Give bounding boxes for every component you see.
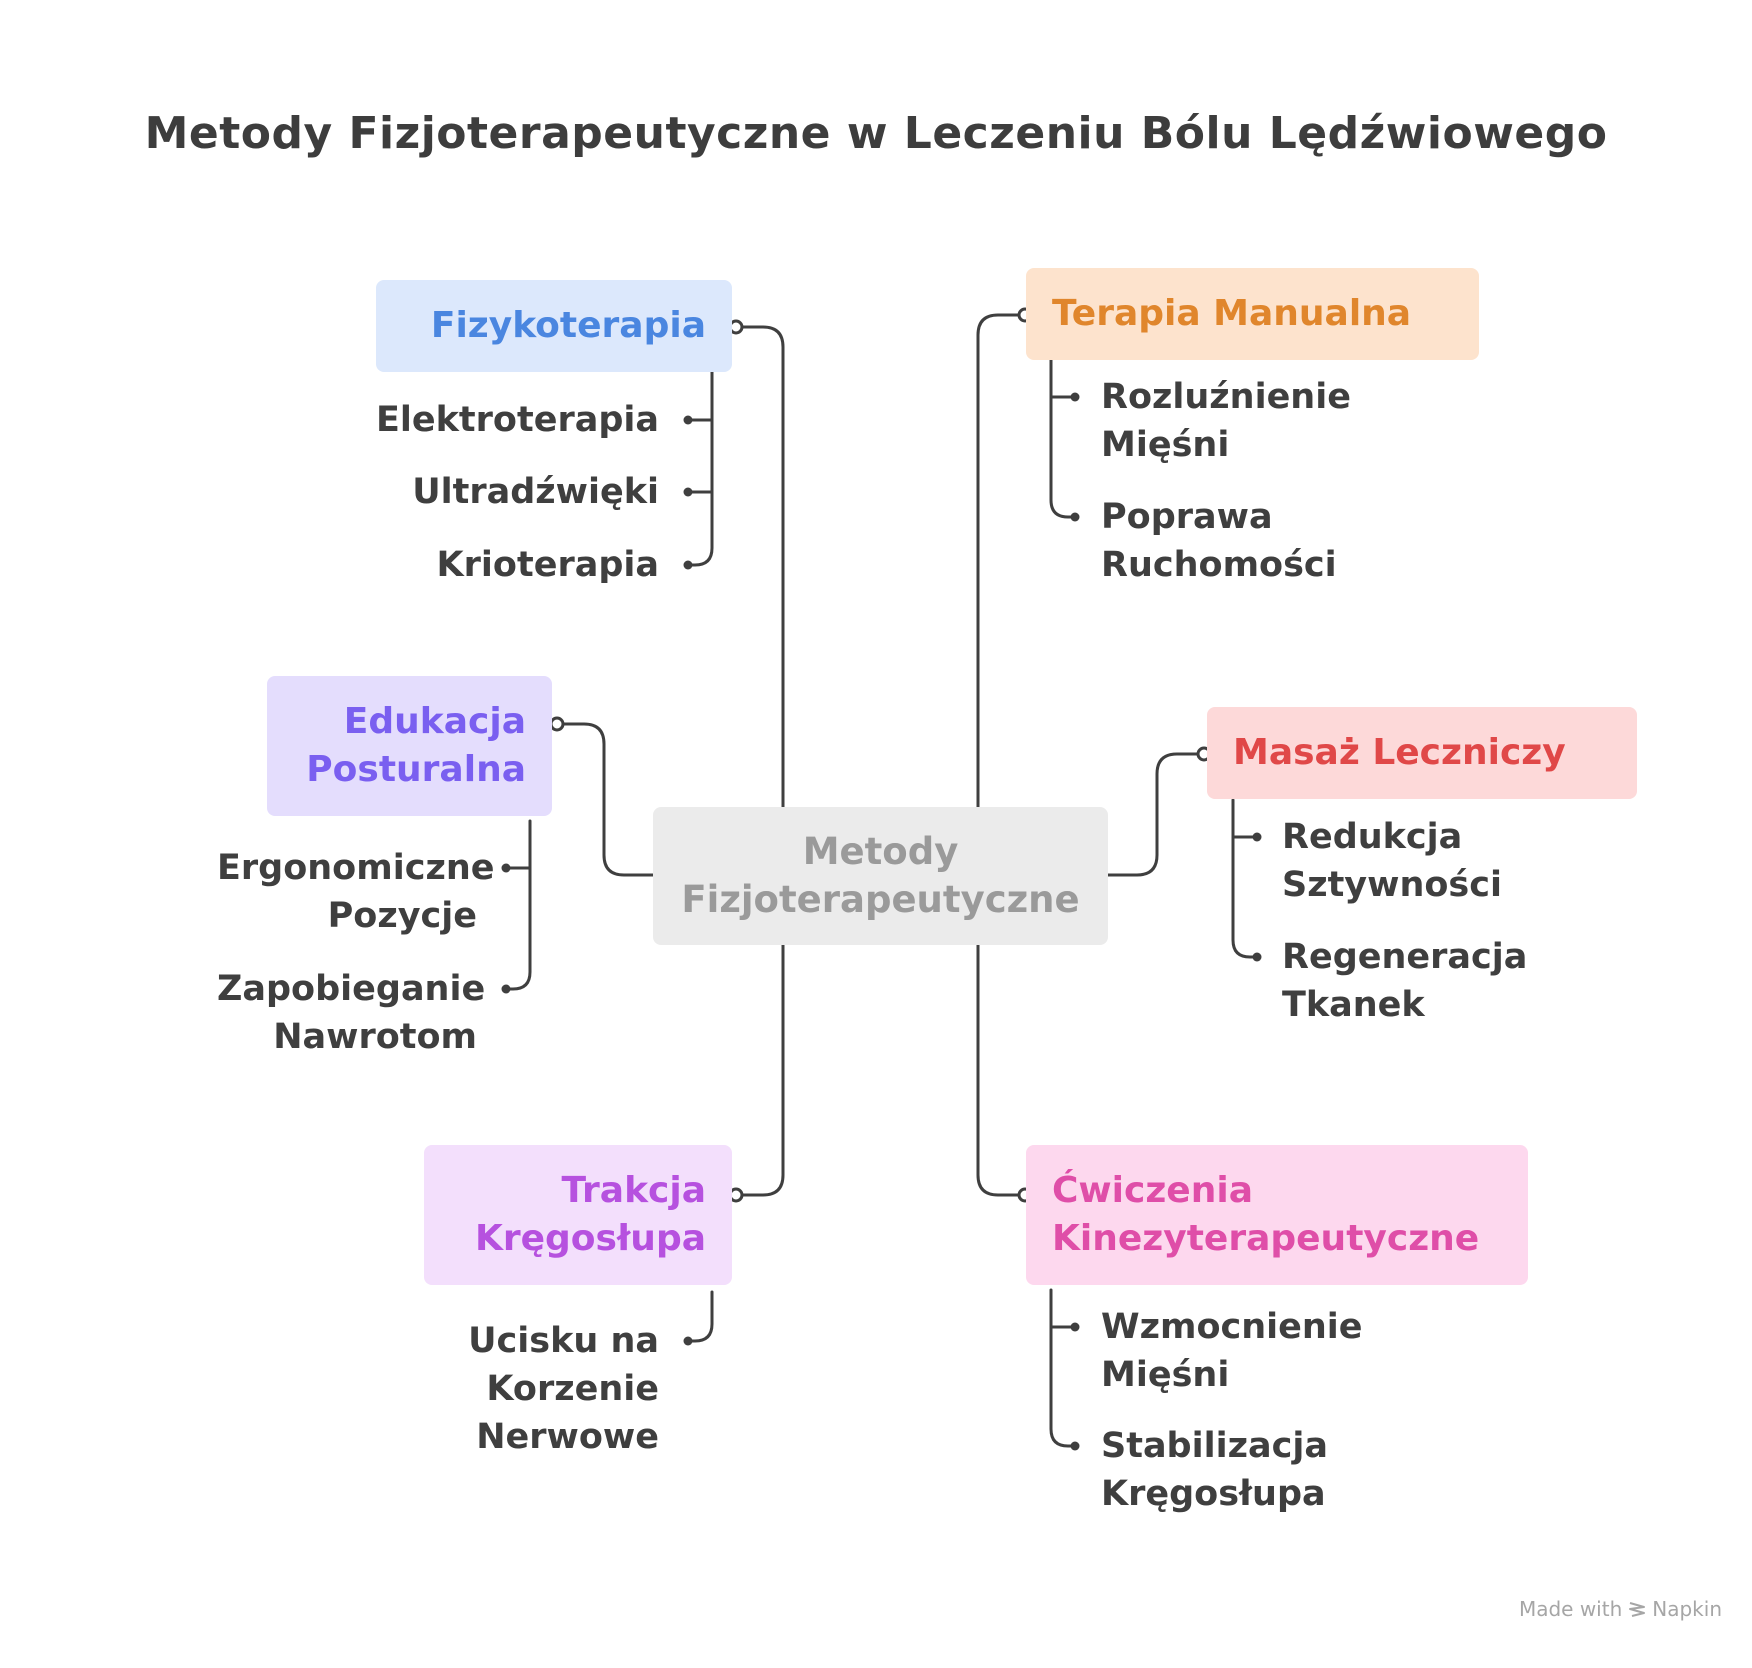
branch-label: Masaż Leczniczy <box>1233 732 1566 773</box>
connector-cwiczenia <box>976 943 1027 1197</box>
leaf-dot <box>1070 1322 1080 1332</box>
connector-fizykoterapia <box>734 325 785 809</box>
branch-terapia-manualna: Terapia Manualna <box>1026 268 1479 360</box>
leaf-ucisku-na-korzenie: Ucisku na Korzenie Nerwowe <box>468 1321 659 1457</box>
branch-trakcja-kregoslupa: Trakcja Kręgosłupa <box>424 1145 732 1285</box>
branch-cwiczenia-kinezyterapeutyczne: Ćwiczenia Kinezyterapeutyczne <box>1026 1145 1528 1285</box>
anchor-edukacja <box>549 716 565 732</box>
connector-trakcja <box>734 943 785 1197</box>
connector-fizykoterapia-items <box>686 370 714 567</box>
leaf-elektroterapia: Elektroterapia <box>376 400 659 440</box>
leaf-poprawa-ruchomosci: Poprawa Ruchomości <box>1101 497 1337 585</box>
watermark-brand: Napkin <box>1652 1597 1722 1621</box>
connector-cwiczenia-items <box>1049 1288 1077 1448</box>
central-node-label: Metody Fizjoterapeutyczne <box>681 830 1080 921</box>
diagram-title: Metody Fizjoterapeutyczne w Leczeniu Ból… <box>144 108 1608 159</box>
leaf-dot <box>683 415 693 425</box>
leaf-dot <box>1070 512 1080 522</box>
central-node: Metody Fizjoterapeutyczne <box>653 807 1108 945</box>
leaf-dot <box>501 984 511 994</box>
branch-label: Trakcja Kręgosłupa <box>474 1170 706 1259</box>
napkin-logo-icon <box>1629 1602 1646 1617</box>
branch-fizykoterapia: Fizykoterapia <box>376 280 732 372</box>
branch-edukacja-posturalna: Edukacja Posturalna <box>267 676 552 816</box>
watermark: Made with Napkin <box>1519 1597 1722 1621</box>
watermark-prefix: Made with <box>1518 1597 1623 1621</box>
leaf-dot <box>683 487 693 497</box>
connector-edukacja <box>555 722 655 877</box>
leaf-dot <box>1252 832 1262 842</box>
branch-label: Fizykoterapia <box>430 305 706 346</box>
leaf-dot <box>683 560 693 570</box>
leaf-wzmocnienie-miesni: Wzmocnienie Mięśni <box>1101 1307 1363 1395</box>
connector-edukacja-items <box>504 819 532 991</box>
leaf-dot <box>1252 952 1262 962</box>
leaf-dot <box>1070 1441 1080 1451</box>
connector-masaz <box>1106 752 1206 877</box>
connector-terapia-items <box>1049 358 1077 519</box>
connector-masaz-items <box>1231 798 1259 959</box>
leaf-redukcja-sztywnosci: Redukcja Sztywności <box>1282 817 1502 905</box>
leaf-krioterapia: Krioterapia <box>436 545 659 585</box>
leaf-zapobieganie-nawrotom: Zapobieganie Nawrotom <box>217 969 486 1057</box>
leaf-stabilizacja-kregoslupa: Stabilizacja Kręgosłupa <box>1101 1426 1328 1514</box>
branch-label: Edukacja Posturalna <box>306 701 526 790</box>
branch-masaz-leczniczy: Masaż Leczniczy <box>1207 707 1637 799</box>
leaf-rozluznienie-miesni: Rozluźnienie Mięśni <box>1101 377 1351 465</box>
branch-label: Ćwiczenia Kinezyterapeutyczne <box>1052 1170 1480 1259</box>
leaf-ergonomiczne-pozycje: Ergonomiczne Pozycje <box>217 848 495 936</box>
connector-terapia <box>976 313 1027 809</box>
leaf-dot <box>683 1336 693 1346</box>
leaf-dot <box>1070 392 1080 402</box>
leaf-regeneracja-tkanek: Regeneracja Tkanek <box>1282 937 1528 1025</box>
leaf-ultradzwieki: Ultradźwięki <box>412 472 659 512</box>
branch-label: Terapia Manualna <box>1052 293 1412 334</box>
connector-trakcja-items <box>686 1290 714 1343</box>
leaf-dot <box>501 863 511 873</box>
